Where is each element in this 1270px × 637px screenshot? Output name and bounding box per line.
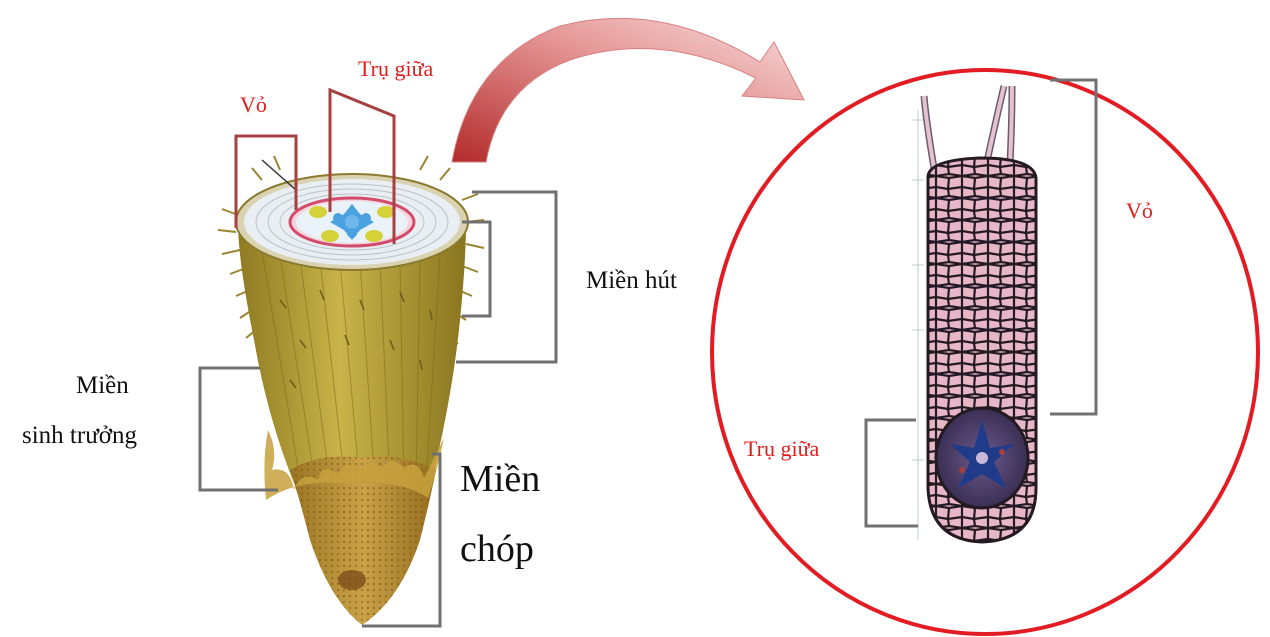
label-left-tru-giua: Trụ giữa [358, 56, 434, 81]
vo-bracket [234, 134, 298, 228]
right-gray-brackets [864, 78, 1098, 528]
root-cap-sheath [264, 430, 444, 500]
label-mien-chop-line2: chóp [460, 528, 534, 570]
zoom-arrow [451, 17, 805, 163]
cross-section [235, 173, 469, 271]
label-mien-chop-line1: Miền [460, 458, 541, 500]
right-vo-bracket [1050, 78, 1098, 416]
inner-absorb-bracket [462, 220, 492, 318]
label-left-vo: Vỏ [240, 92, 267, 117]
root-body-hairs [279, 289, 433, 389]
label-mien-hut: Miền hút [586, 267, 677, 294]
mien-chop-bracket [362, 452, 442, 628]
label-right-tru-giua: Trụ giữa [744, 436, 820, 461]
gray-brackets [198, 190, 558, 628]
label-mien-sinh-truong-line2: sinh trưởng [22, 422, 137, 449]
label-mien-sinh-truong-line1: Miền [76, 372, 129, 399]
label-right-vo: Vỏ [1126, 198, 1153, 223]
root-cap-center [338, 570, 366, 590]
mien-hut-bracket [456, 190, 558, 364]
magnified-root-section [912, 85, 1038, 544]
left-top-brackets [234, 87, 396, 244]
root-illustration [217, 155, 485, 625]
root-body [238, 222, 466, 488]
tru-giua-bracket [328, 87, 396, 244]
pointer-line [261, 159, 297, 191]
mien-sinh-truong-bracket [198, 366, 278, 492]
right-tru-giua-bracket [864, 418, 918, 528]
